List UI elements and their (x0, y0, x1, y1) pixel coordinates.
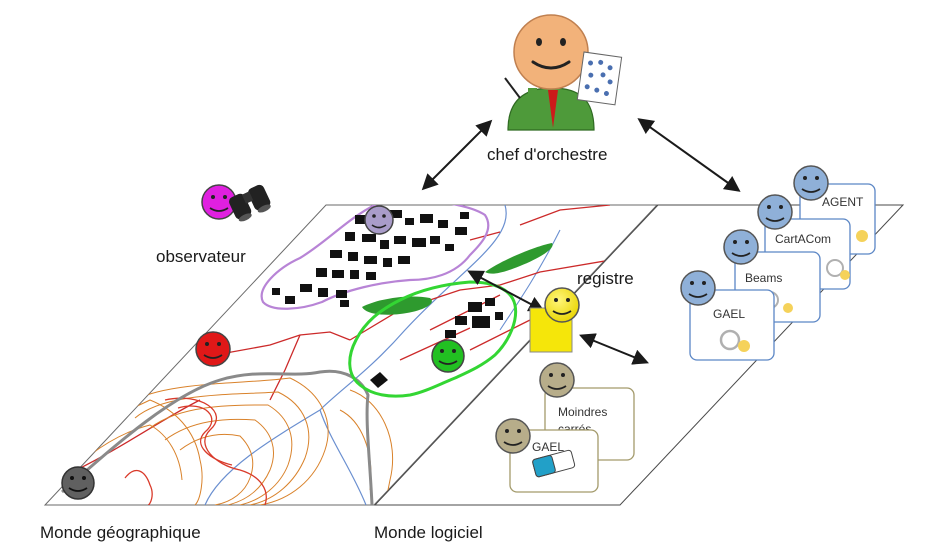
observer-label: observateur (156, 247, 246, 266)
relief-agent[interactable] (61, 466, 95, 500)
gear-icon (826, 259, 844, 277)
software-agent-gael[interactable] (680, 270, 716, 306)
connection-arrows (421, 118, 741, 365)
generalisation-agent-gael[interactable] (495, 418, 531, 454)
software-agent-beams[interactable] (723, 229, 759, 265)
generalisation-agent-moindres[interactable] (539, 362, 575, 398)
software-world-label: Monde logiciel (374, 523, 483, 542)
forest-patch (362, 296, 432, 315)
software-card-beams-label: Beams (745, 271, 782, 285)
software-card-cartacom-label: CartACom (775, 232, 831, 246)
gear-icon (856, 230, 868, 242)
gear-icon (738, 340, 750, 352)
river (204, 409, 321, 505)
score-sheet-icon (576, 51, 623, 106)
relief-region-outline (61, 369, 374, 505)
town-agent[interactable] (364, 205, 394, 235)
town-boundary (260, 205, 490, 310)
eraser-icon (532, 449, 576, 478)
town-buildings (272, 210, 469, 307)
gear-icon (719, 329, 741, 351)
forest-patch (485, 243, 553, 274)
binoculars-icon (229, 184, 271, 222)
generalisation-card-gael-label: GAEL (532, 440, 564, 454)
software-card-agent-label: AGENT (822, 195, 864, 209)
conductor-label: chef d'orchestre (487, 145, 607, 164)
gear-icon (783, 303, 793, 313)
software-agent-agent[interactable] (793, 165, 829, 201)
road-agent[interactable] (195, 331, 231, 367)
software-agent-cartacom[interactable] (757, 194, 793, 230)
software-card-gael[interactable]: GAEL (689, 289, 775, 361)
software-card-gael-label: GAEL (713, 307, 745, 321)
relief-contours-red (124, 397, 267, 505)
building-group-agent[interactable] (431, 339, 465, 373)
river (319, 205, 507, 411)
river (319, 409, 367, 505)
registry-label: registre (577, 269, 634, 288)
conductor-figure[interactable] (504, 14, 623, 131)
conductor-face (513, 14, 589, 90)
geographic-world-label: Monde géographique (40, 523, 201, 542)
generalisation-card-gael[interactable]: GAEL (509, 429, 599, 493)
registry-agent[interactable] (544, 287, 580, 323)
gear-icon (840, 270, 850, 280)
